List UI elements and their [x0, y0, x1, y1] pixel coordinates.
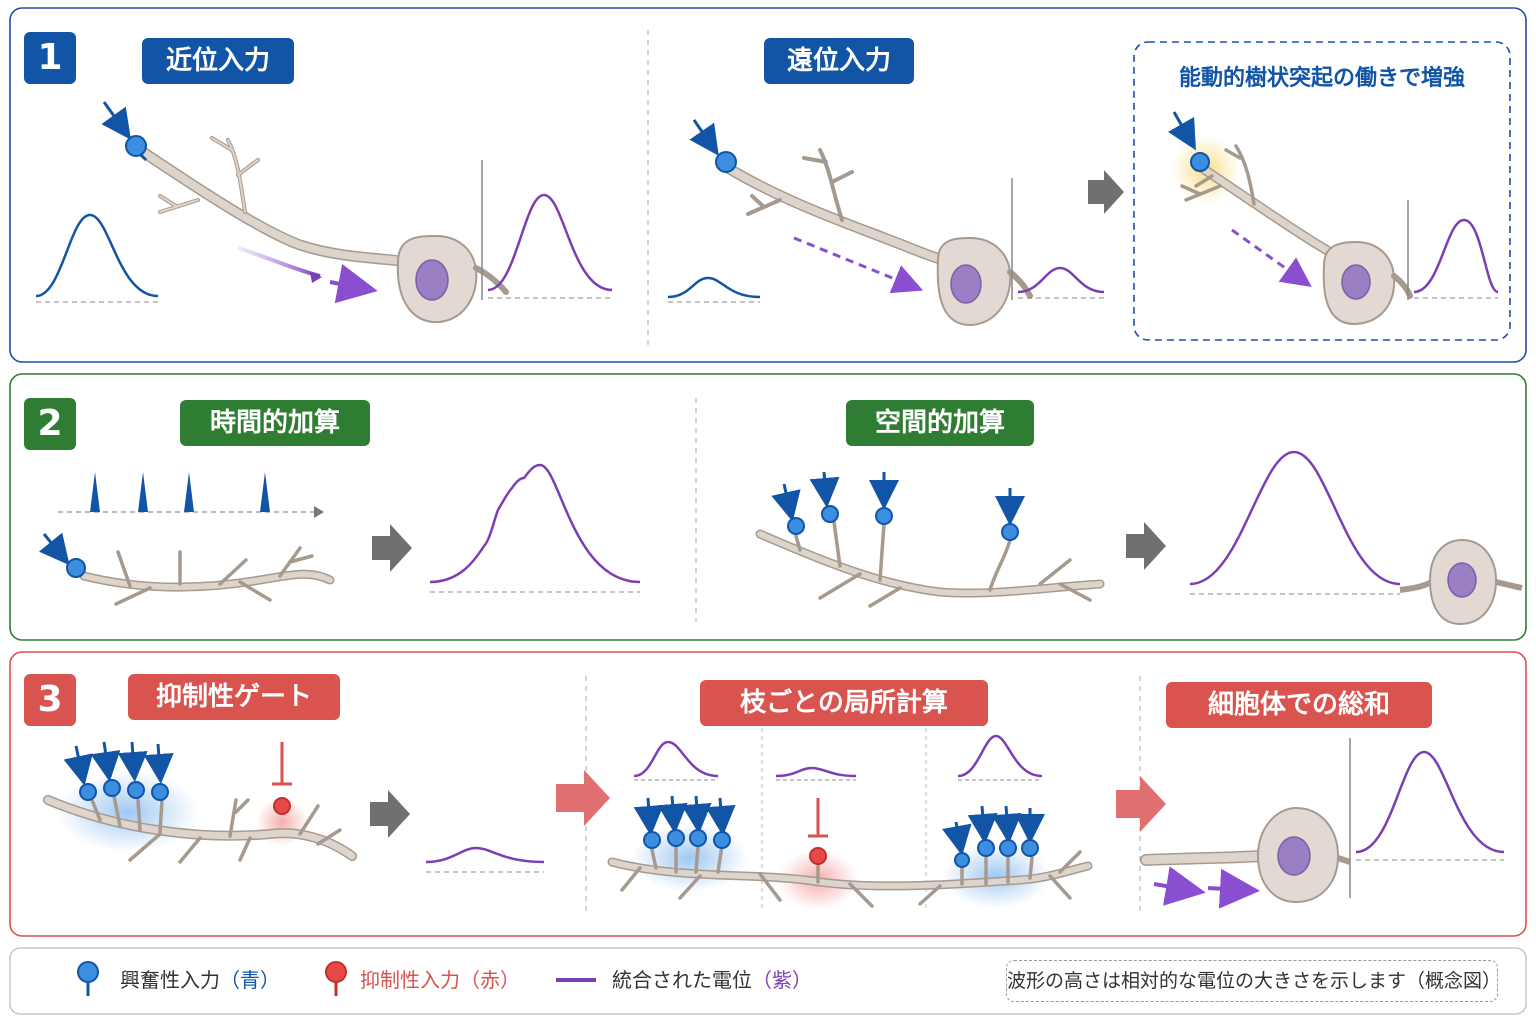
inhibitory-synapse [808, 798, 828, 865]
spatial-sum-waveform [1189, 450, 1401, 586]
legend-excitatory-label: 興奮性入力 [120, 968, 220, 992]
legend-integrated: 統合された電位（紫） [612, 966, 812, 994]
inhibitory-legend-icon [325, 961, 347, 996]
legend-inhibitory-label: 抑制性入力 [360, 968, 460, 992]
label-soma-summation: 細胞体での総和 [1166, 682, 1432, 728]
excitatory-synapses [771, 471, 1025, 541]
legend-excitatory-color: （青） [220, 968, 280, 992]
neuron-active [1172, 136, 1413, 326]
excitatory-synapse [1168, 111, 1210, 172]
inhibitory-synapse [272, 742, 292, 815]
label-inhibitory-gate: 抑制性ゲート [128, 674, 340, 720]
excitatory-synapse [101, 101, 148, 162]
neuron-distal [722, 148, 1033, 327]
label-distal-input: 遠位入力 [764, 38, 914, 84]
output-waveform [487, 193, 613, 292]
input-waveform [667, 276, 761, 299]
excitatory-synapses [63, 741, 174, 801]
branch-waveform [775, 766, 857, 778]
legend-inhibitory: 抑制性入力（赤） [360, 966, 520, 994]
excitatory-legend-icon [77, 961, 99, 996]
transition-arrow [370, 790, 410, 838]
excitatory-synapse [689, 119, 737, 173]
dendrite-gate [43, 794, 357, 864]
output-waveform [1413, 218, 1499, 294]
dendrite-temporal [79, 546, 335, 606]
legend-integrated-label: 統合された電位 [612, 968, 752, 992]
summed-waveform [1355, 750, 1505, 854]
branch-waveform [957, 734, 1043, 778]
transition-arrow [1088, 170, 1124, 214]
temporal-sum-waveform [429, 463, 641, 584]
legend-frame [9, 947, 1527, 1015]
branch-waveform [633, 740, 719, 778]
legend-excitatory: 興奮性入力（青） [120, 966, 280, 994]
label-active-dendrite: 能動的樹状突起の働きで増強 [1178, 66, 1465, 91]
section-number-2: 2 [24, 398, 76, 450]
excitatory-synapses [633, 795, 1045, 868]
label-proximal-input: 近位入力 [142, 38, 294, 84]
dendrite-spatial [755, 520, 1105, 608]
legend-integrated-color: （紫） [752, 968, 812, 992]
output-waveform [1017, 266, 1105, 294]
soma-spatial [1399, 538, 1523, 626]
label-spatial-summation: 空間的加算 [846, 400, 1034, 446]
soma-summation [1140, 806, 1351, 909]
input-waveform [35, 213, 159, 298]
spike-train [58, 472, 324, 518]
transition-arrow [556, 770, 610, 826]
section-number-1: 1 [24, 32, 76, 84]
transition-arrow [1126, 522, 1166, 570]
excitatory-synapse [38, 532, 86, 578]
dendrite-branches [607, 844, 1093, 908]
label-branch-computation: 枝ごとの局所計算 [700, 680, 988, 726]
legend-inhibitory-color: （赤） [460, 968, 520, 992]
section-number-3: 3 [24, 674, 76, 726]
transition-arrow [1116, 776, 1166, 832]
active-dendrite-box [1133, 41, 1511, 341]
panel-2-frame [9, 373, 1527, 641]
neuron-proximal [134, 136, 509, 324]
transition-arrow [372, 524, 412, 572]
suppressed-waveform [425, 846, 545, 864]
label-temporal-summation: 時間的加算 [180, 400, 370, 446]
legend-note: 波形の高さは相対的な電位の大きさを示します（概念図） [1006, 960, 1501, 1002]
